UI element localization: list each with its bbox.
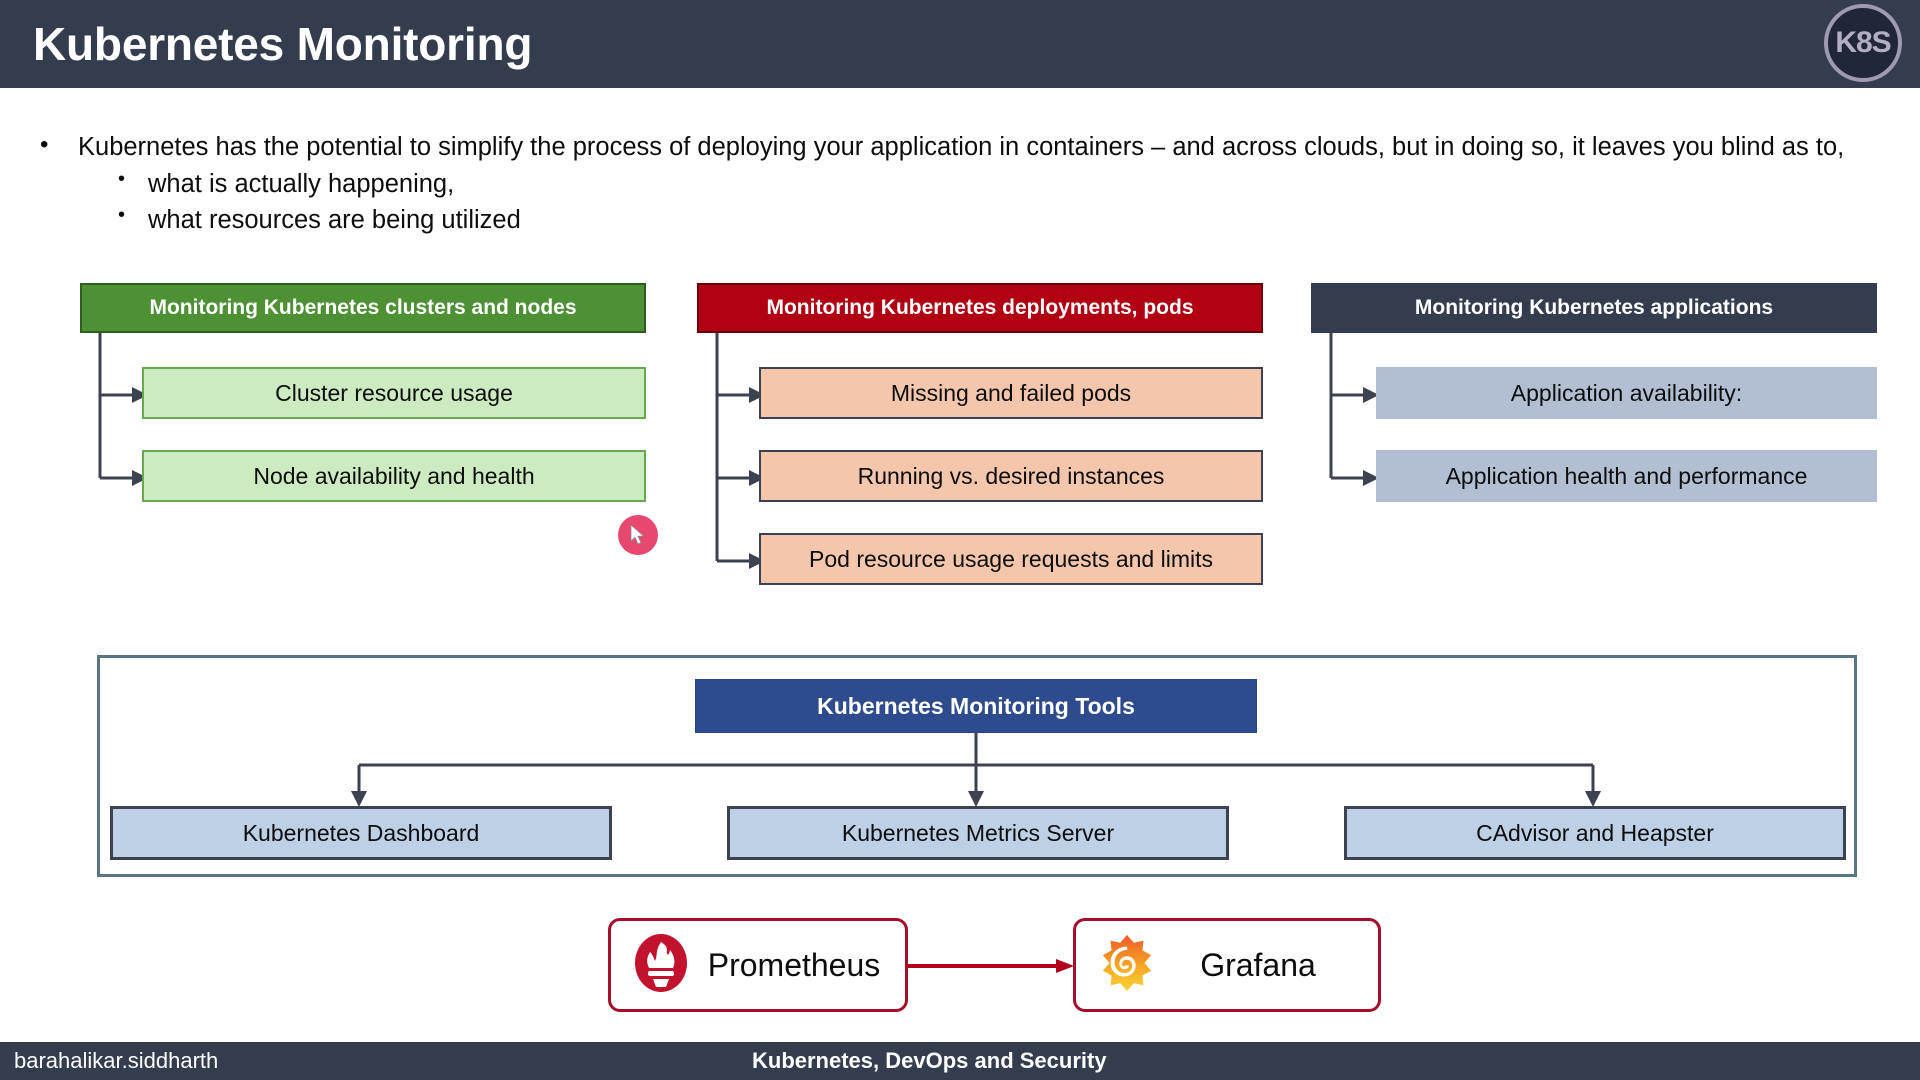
- item-missing-failed-pods: Missing and failed pods: [759, 367, 1263, 419]
- tool-cadvisor-heapster: CAdvisor and Heapster: [1344, 806, 1846, 860]
- bullet-primary: Kubernetes has the potential to simplify…: [40, 131, 1900, 163]
- tools-title-box: Kubernetes Monitoring Tools: [695, 679, 1257, 733]
- tools-panel: [97, 655, 1857, 877]
- footer-author: barahalikar.siddharth: [14, 1048, 219, 1073]
- column-header-applications: Monitoring Kubernetes applications: [1311, 283, 1877, 333]
- connector-deployments-pods: [715, 333, 765, 569]
- grafana-card[interactable]: Grafana: [1073, 918, 1381, 1012]
- mouse-pointer-icon: [618, 515, 658, 555]
- prometheus-label: Prometheus: [707, 946, 881, 983]
- tool-kubernetes-metrics-server: Kubernetes Metrics Server: [727, 806, 1229, 860]
- kubernetes-logo-text: K8S: [1835, 26, 1891, 59]
- item-cluster-resource-usage: Cluster resource usage: [142, 367, 646, 419]
- bullet-sub-2: what resources are being utilized: [118, 204, 1900, 236]
- page-title: Kubernetes Monitoring: [33, 18, 533, 70]
- column-header-clusters-nodes: Monitoring Kubernetes clusters and nodes: [80, 283, 646, 333]
- item-node-availability: Node availability and health: [142, 450, 646, 502]
- prometheus-card[interactable]: Prometheus: [608, 918, 908, 1012]
- footer-course: Kubernetes, DevOps and Security: [752, 1048, 1107, 1073]
- bullet-sub-1: what is actually happening,: [118, 168, 1900, 200]
- prometheus-logo-icon: [633, 933, 689, 998]
- connector-clusters-nodes: [98, 333, 148, 486]
- connector-tools: [351, 733, 1601, 807]
- item-running-vs-desired: Running vs. desired instances: [759, 450, 1263, 502]
- connector-applications: [1329, 333, 1379, 486]
- item-application-availability: Application availability:: [1376, 367, 1877, 419]
- item-pod-resource-usage: Pod resource usage requests and limits: [759, 533, 1263, 585]
- tool-kubernetes-dashboard: Kubernetes Dashboard: [110, 806, 612, 860]
- item-application-health: Application health and performance: [1376, 450, 1877, 502]
- column-header-deployments-pods: Monitoring Kubernetes deployments, pods: [697, 283, 1263, 333]
- grafana-label: Grafana: [1200, 946, 1316, 983]
- bullet-list: Kubernetes has the potential to simplify…: [40, 131, 1900, 236]
- connector-prometheus-to-grafana: [908, 959, 1074, 973]
- slide-title-bar: Kubernetes Monitoring K8S: [0, 0, 1920, 88]
- grafana-logo-icon: [1098, 933, 1156, 998]
- slide-footer: barahalikar.siddharth Kubernetes, DevOps…: [0, 1042, 1920, 1080]
- kubernetes-logo-icon: K8S: [1824, 4, 1902, 82]
- cursor-arrow-glyph: [630, 525, 644, 545]
